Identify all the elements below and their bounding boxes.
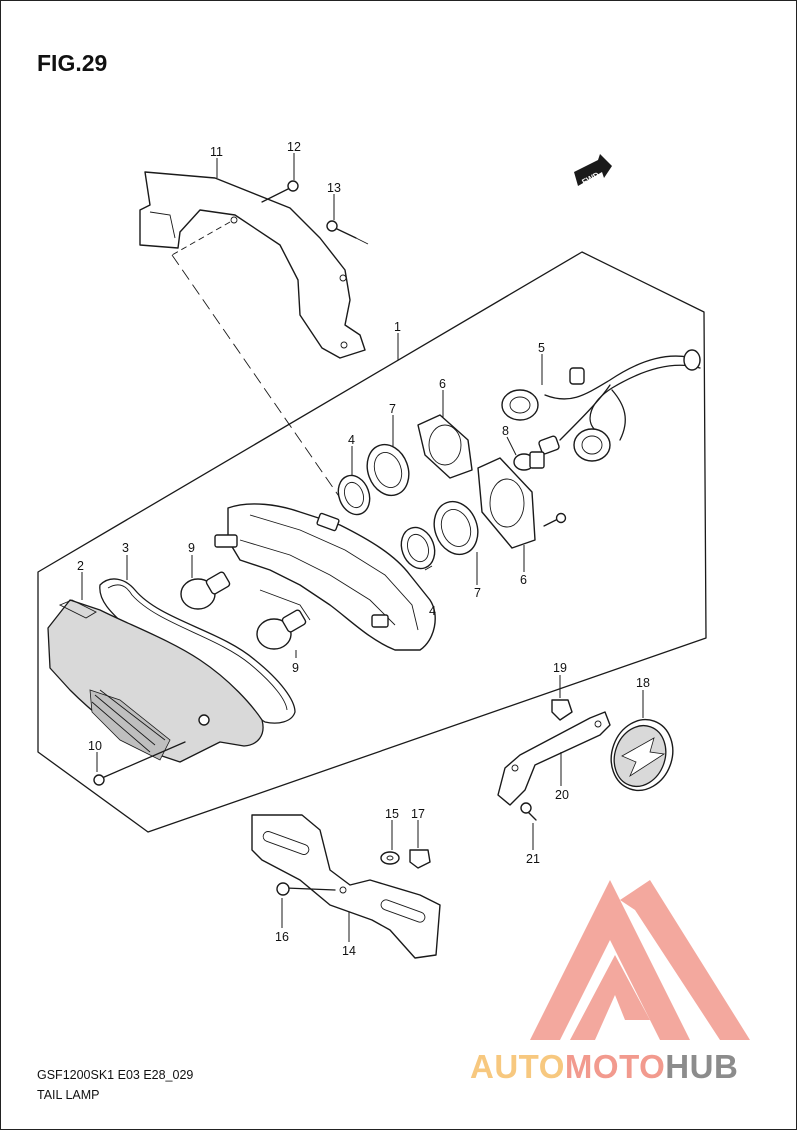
bracket-part-20	[497, 711, 611, 806]
callout-8: 8	[502, 424, 509, 438]
callout-16: 16	[275, 930, 289, 944]
callout-20: 20	[555, 788, 569, 802]
watermark-brand-text: AUTOMOTOHUB	[470, 1048, 738, 1086]
ring-part-7-lower	[433, 500, 479, 556]
lens-part-2	[47, 599, 264, 763]
figure-title: FIG.29	[37, 50, 108, 76]
gasket-part-6-lower	[477, 457, 536, 549]
assembly-box-outline	[37, 251, 707, 833]
callout-6-upper: 6	[439, 377, 446, 391]
section-title: TAIL LAMP	[37, 1088, 100, 1102]
callout-7-upper: 7	[389, 402, 396, 416]
watermark-moto: MOTO	[564, 1048, 666, 1085]
callout-14: 14	[342, 944, 356, 958]
callout-13: 13	[327, 181, 341, 195]
watermark-hub: HUB	[665, 1048, 739, 1085]
callout-10: 10	[88, 739, 102, 753]
callout-2: 2	[77, 559, 84, 573]
ring-part-4-upper	[337, 474, 371, 516]
fwd-arrow-icon	[574, 154, 612, 186]
callout-15: 15	[385, 807, 399, 821]
screw-part-13	[326, 220, 357, 239]
screw-part-12	[261, 180, 299, 203]
nut-part-17	[409, 849, 431, 869]
leader-lines	[81, 153, 644, 942]
ring-part-7-upper	[366, 443, 410, 497]
callout-9-lower: 9	[292, 661, 299, 675]
callout-1: 1	[394, 320, 401, 334]
wiring-harness-part-5	[501, 349, 701, 462]
screw-part-16	[276, 882, 336, 896]
callout-4-lower: 4	[429, 604, 436, 618]
nut-part-19	[551, 699, 573, 721]
lamp-housing	[214, 503, 436, 651]
callout-7-lower: 7	[474, 586, 481, 600]
callout-6-lower: 6	[520, 573, 527, 587]
license-bracket-part-14	[251, 814, 441, 959]
automotohub-triangle-logo-icon	[530, 880, 750, 1040]
bulb-part-9-lower	[256, 609, 307, 650]
alignment-lines	[171, 221, 369, 506]
bulb-part-8	[513, 451, 545, 471]
screw-part-21	[520, 802, 537, 821]
callout-12: 12	[287, 140, 301, 154]
washer-part-15	[380, 851, 400, 865]
callout-18: 18	[636, 676, 650, 690]
callout-5: 5	[538, 341, 545, 355]
callout-4-upper: 4	[348, 433, 355, 447]
callout-19: 19	[553, 661, 567, 675]
gasket-part-6-upper	[417, 414, 473, 479]
bulb-part-9-upper	[180, 571, 231, 610]
callout-17: 17	[411, 807, 425, 821]
ring-part-4-lower	[400, 526, 436, 570]
model-code: GSF1200SK1 E03 E28_029	[37, 1068, 194, 1082]
bracket-part-11	[139, 171, 366, 359]
callout-21: 21	[526, 852, 540, 866]
watermark-auto: AUTO	[470, 1048, 565, 1085]
screw-part-10	[93, 741, 186, 786]
screw-small	[543, 512, 567, 527]
callout-11: 11	[210, 145, 223, 159]
reflector-part-18	[610, 718, 674, 792]
callout-9-upper: 9	[188, 541, 195, 555]
callout-3: 3	[122, 541, 129, 555]
